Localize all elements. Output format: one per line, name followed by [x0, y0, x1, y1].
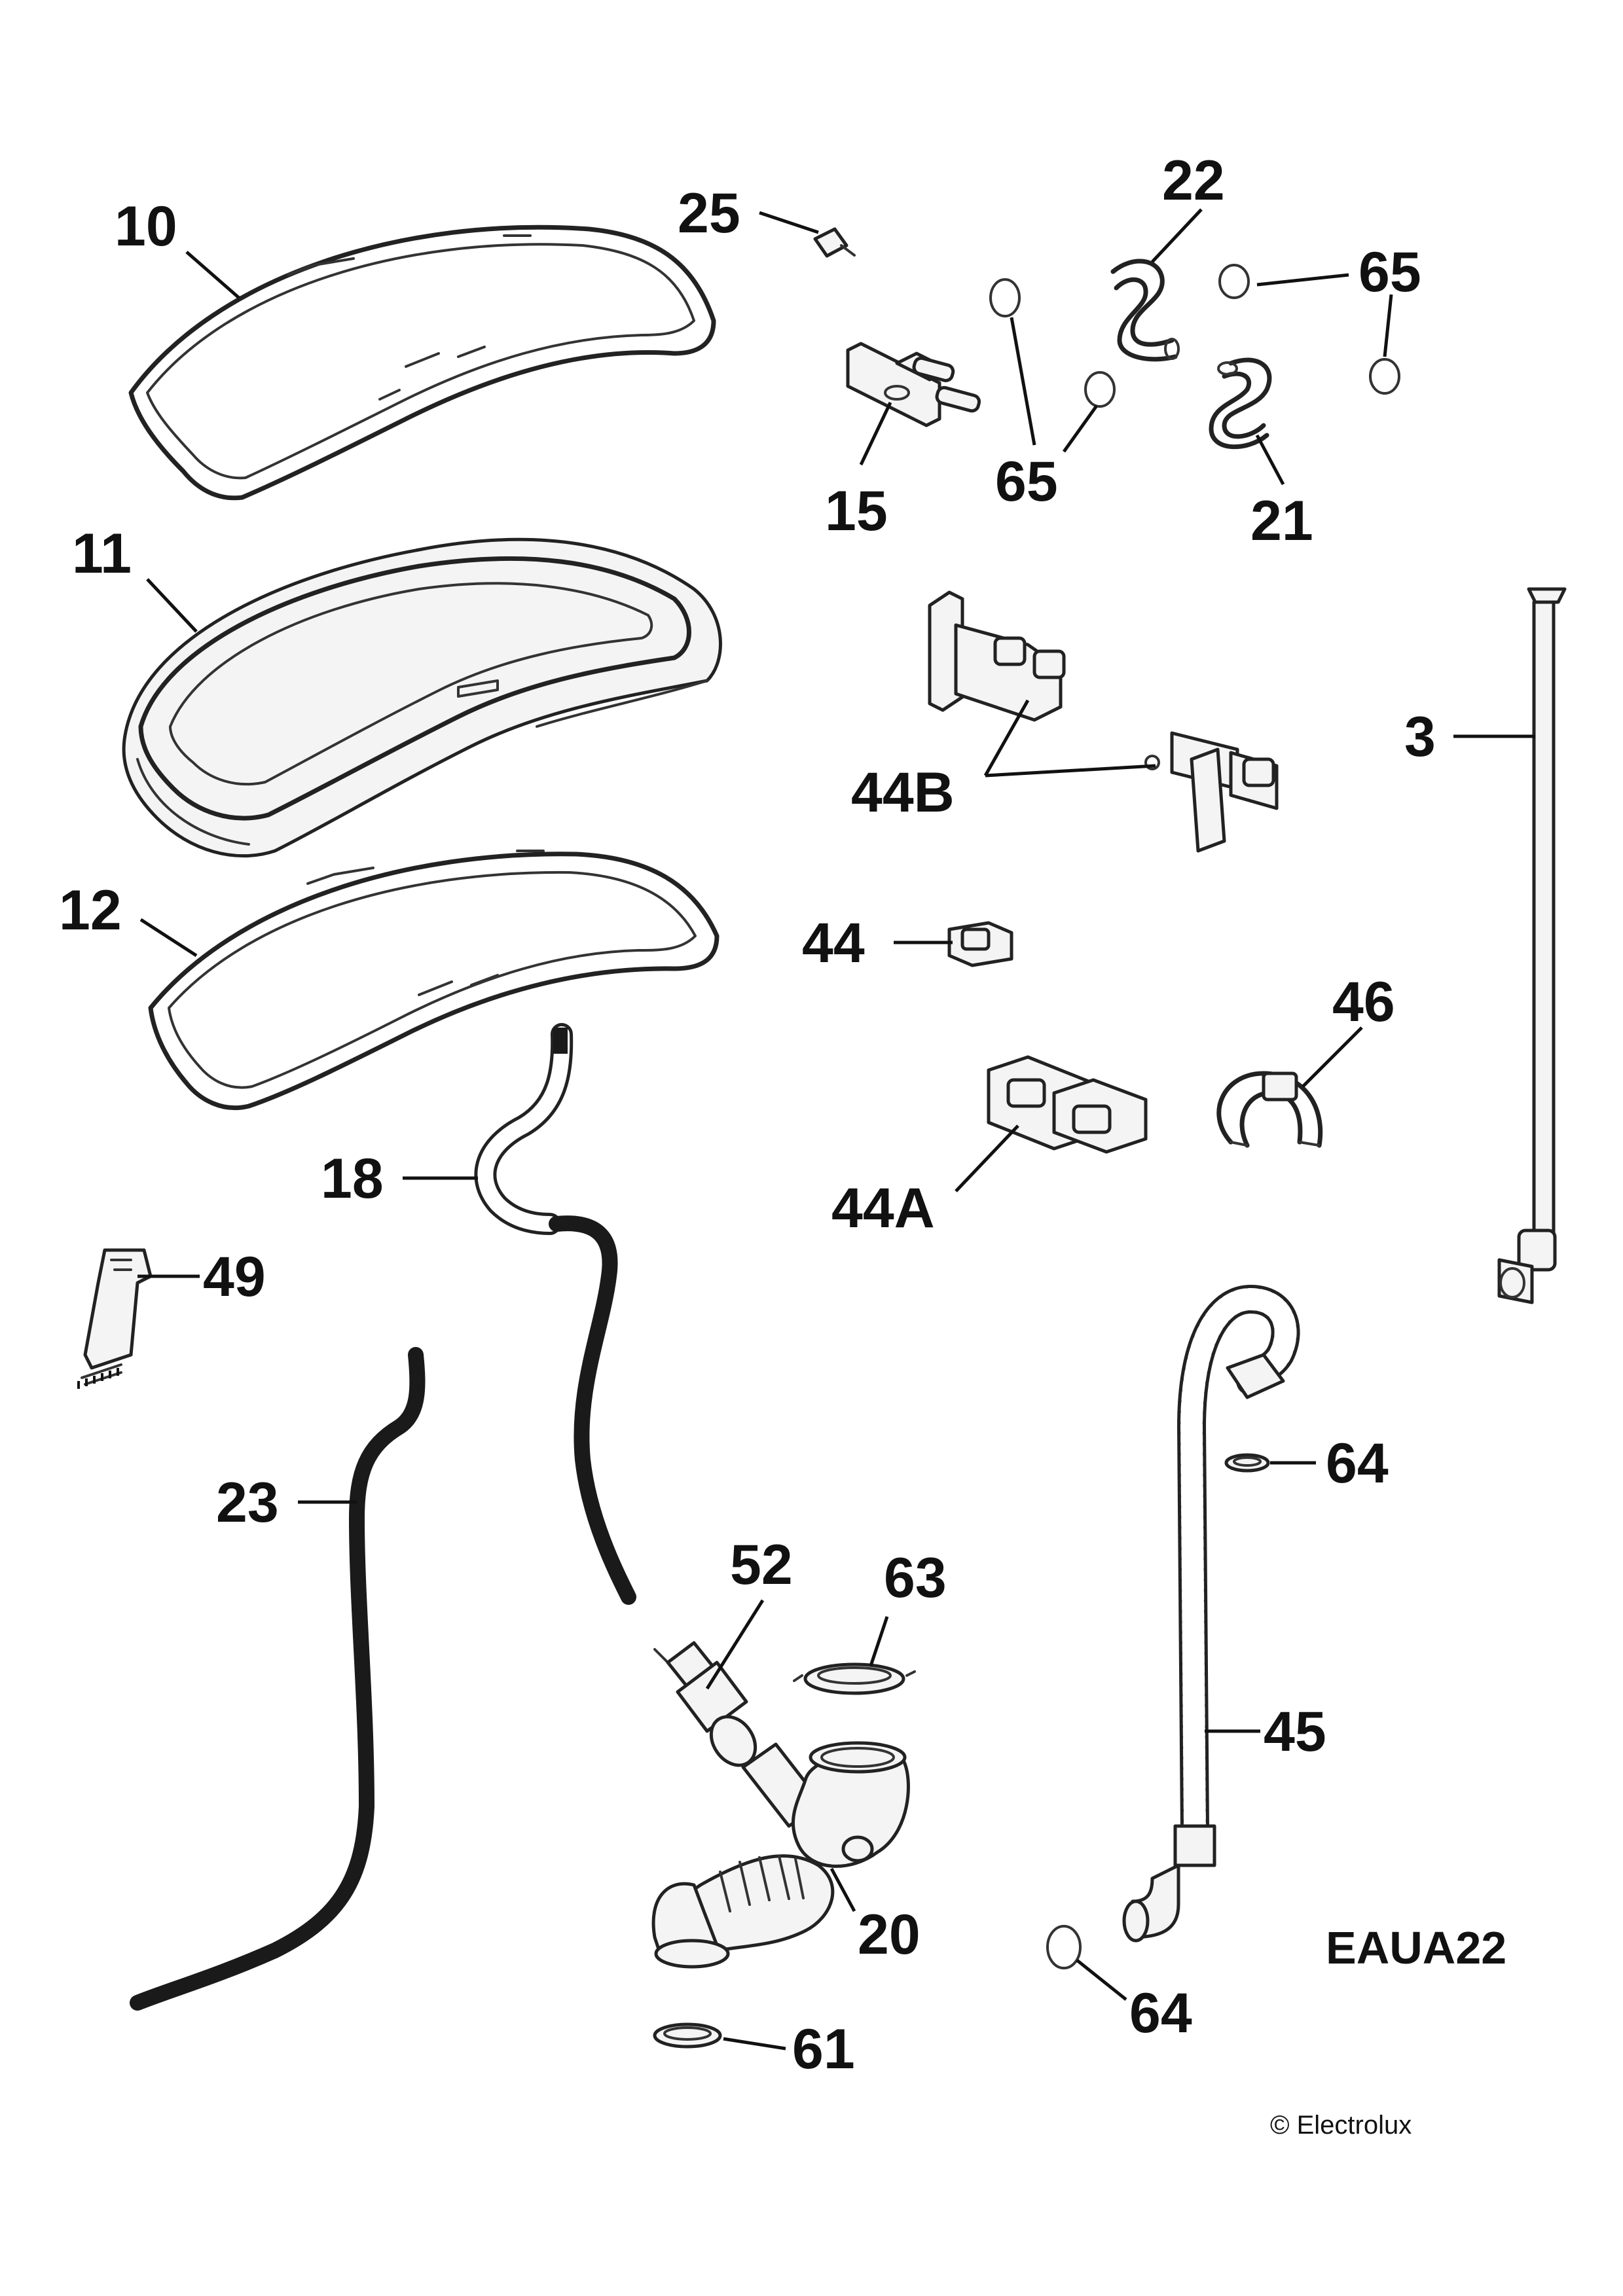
part-64-clamp-upper [1224, 1453, 1270, 1473]
leader-20 [830, 1867, 856, 1912]
part-11-door-frame [122, 537, 722, 858]
label-64-upper: 64 [1326, 1432, 1389, 1495]
leader-65-right-a [1256, 273, 1349, 287]
leader-10 [185, 251, 240, 299]
part-12-inner-gasket [148, 850, 720, 1111]
part-44-clip [947, 921, 1013, 967]
label-49: 49 [203, 1246, 266, 1308]
part-64-clamp-lower [1046, 1925, 1082, 1969]
label-23: 23 [216, 1471, 279, 1534]
label-44a: 44A [831, 1177, 935, 1240]
leader-11 [146, 578, 198, 633]
label-44: 44 [802, 912, 865, 975]
leader-22 [1151, 208, 1203, 263]
label-64-lower: 64 [1129, 1982, 1192, 2045]
leader-44a [955, 1124, 1019, 1193]
label-65-middle: 65 [995, 450, 1058, 513]
label-44b: 44B [851, 761, 955, 824]
leader-63 [869, 1616, 889, 1666]
part-45-drain-hose [1122, 1284, 1300, 1943]
leader-44b-a [983, 699, 1030, 777]
label-52: 52 [730, 1534, 793, 1596]
label-46: 46 [1332, 971, 1395, 1033]
part-49-board [77, 1248, 153, 1389]
part-65-clamp-middle [989, 278, 1116, 408]
label-63: 63 [884, 1547, 947, 1609]
leader-12 [139, 918, 198, 958]
part-10-door-gasket [128, 224, 716, 501]
leader-46 [1302, 1026, 1363, 1088]
diagram-code: EAUA22 [1326, 1922, 1506, 1973]
label-12: 12 [59, 879, 122, 942]
part-20-sump-hose [651, 1741, 910, 1969]
part-3-rod [1497, 587, 1567, 1304]
leader-44b-b [985, 764, 1156, 778]
part-44b-hinge-upper [928, 590, 1066, 722]
copyright-text: © Electrolux [1270, 2111, 1412, 2140]
label-11: 11 [72, 522, 132, 585]
label-45: 45 [1264, 1700, 1326, 1763]
leader-52 [705, 1599, 765, 1690]
label-22: 22 [1162, 149, 1225, 212]
label-25: 25 [678, 182, 740, 245]
part-25-screw [813, 227, 856, 258]
part-52-sensor [653, 1641, 757, 1767]
part-44a-clip-assembly [987, 1055, 1148, 1154]
part-18-vent-hose [474, 1023, 636, 1605]
part-65-clamp-right [1218, 264, 1400, 395]
part-22-hose-elbow [1110, 259, 1180, 362]
leader-25 [759, 211, 819, 234]
leader-65-mid-a [1010, 317, 1036, 446]
label-10: 10 [115, 195, 177, 258]
label-3: 3 [1404, 706, 1436, 768]
leader-65-right-b [1383, 294, 1393, 357]
part-15-inlet-valve [846, 342, 981, 427]
label-20: 20 [858, 1903, 921, 1966]
part-44b-hinge-lower [1144, 731, 1279, 853]
part-21-hose [1209, 357, 1272, 450]
label-15: 15 [825, 480, 888, 543]
leader-65-mid-b [1062, 404, 1099, 453]
label-61: 61 [792, 2018, 855, 2081]
label-65-right: 65 [1359, 241, 1421, 304]
leader-64-lower [1076, 1959, 1127, 2001]
leader-21 [1255, 434, 1285, 486]
part-23-long-hose [130, 1347, 426, 2011]
part-46-u-bracket [1216, 1071, 1323, 1148]
label-21: 21 [1250, 490, 1313, 552]
leader-15 [859, 401, 892, 466]
part-63-clamp [793, 1662, 916, 1695]
label-18: 18 [321, 1147, 384, 1210]
leader-61 [723, 2037, 786, 2051]
part-61-clamp [653, 2022, 722, 2049]
